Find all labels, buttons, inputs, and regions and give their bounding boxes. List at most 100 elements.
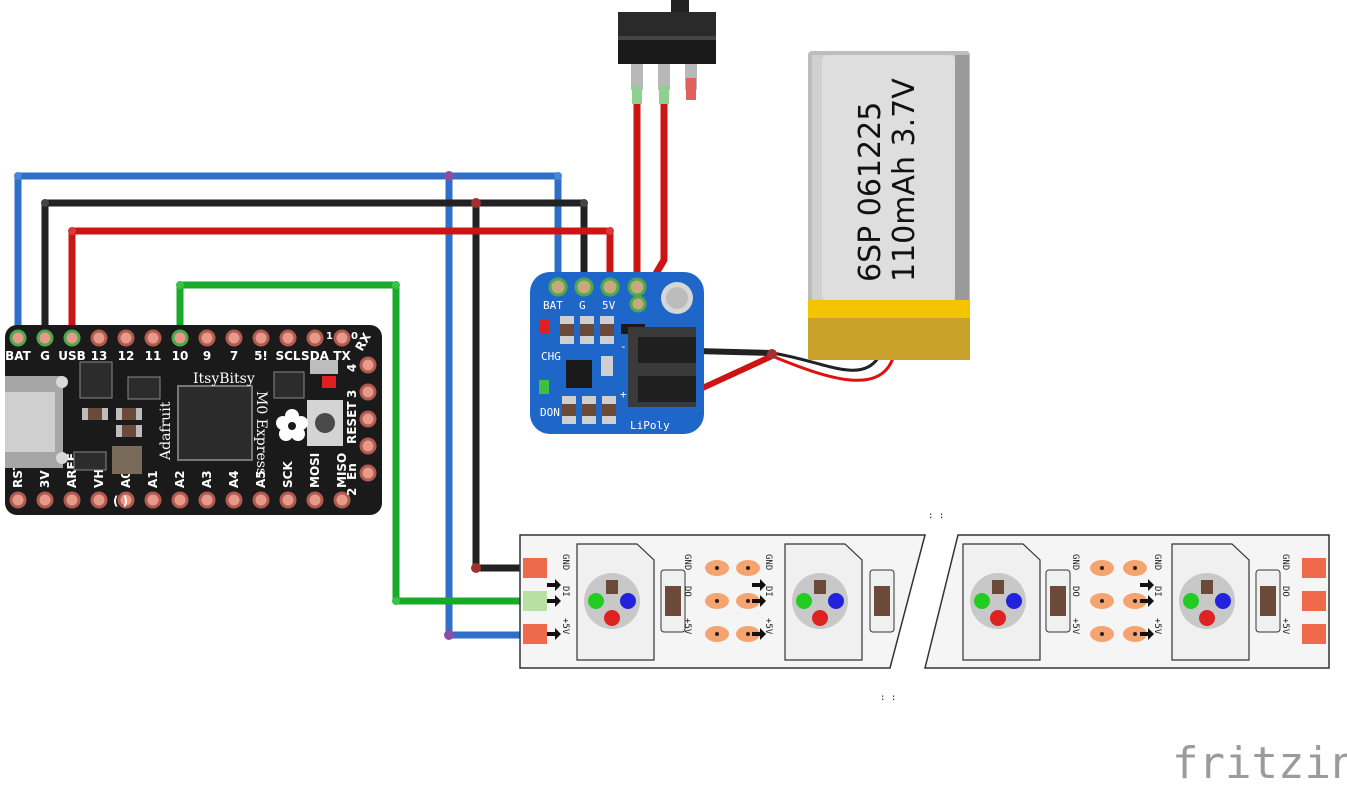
charger-pin-5v: 5V [602, 299, 616, 312]
bottom-pin-2[interactable] [63, 491, 81, 509]
strip-pin-label: +5V [1280, 618, 1290, 635]
board-brand-label: Adafruit [158, 401, 174, 461]
charger-pin-g: G [579, 299, 586, 312]
data-direction-arrow-icon [547, 628, 561, 640]
rx-number: 0 [351, 331, 358, 342]
lipo-battery[interactable]: 6SP 061225 110mAh 3.7V [808, 51, 970, 360]
top-pin-2[interactable] [63, 329, 81, 347]
top-pin-label: USB [58, 349, 86, 363]
bottom-pin-8[interactable] [225, 491, 243, 509]
bottom-pin-4[interactable] [117, 491, 135, 509]
bottom-pin-10[interactable] [279, 491, 297, 509]
bottom-pin-9[interactable] [252, 491, 270, 509]
right-pin-0[interactable] [359, 356, 377, 374]
wire-red-usb[interactable] [68, 227, 614, 342]
top-pin-header [9, 329, 351, 347]
top-pin-9[interactable] [252, 329, 270, 347]
wire-joints [14, 171, 777, 640]
data-direction-arrow-icon [752, 628, 766, 640]
strip-pin-label: GND [763, 554, 773, 570]
data-direction-arrow-icon [1140, 595, 1154, 607]
strip-leds: GNDDI+5VGNDDO+5VGNDDI+5VGNDDO+5VGNDDI+5V… [547, 543, 1290, 661]
charger-plus-label: + [620, 388, 627, 401]
strip-pin-label: +5V [763, 618, 773, 635]
data-direction-arrow-icon [547, 579, 561, 591]
charger-minus-label: - [620, 340, 627, 353]
strip-pin-label: DO [682, 586, 692, 597]
top-pin-label: BAT [5, 349, 32, 363]
wire-black-gnd[interactable] [41, 199, 588, 342]
top-pin-11[interactable] [306, 329, 324, 347]
bottom-pin-label: SCK [281, 461, 295, 488]
strip-pin-label: +5V [1070, 618, 1080, 635]
bottom-pin-3[interactable] [90, 491, 108, 509]
data-direction-arrow-icon [1140, 579, 1154, 591]
bottom-pin-12[interactable] [333, 491, 351, 509]
battery-label-line2: 110mAh 3.7V [887, 78, 922, 282]
board-model-label: M0 Express [253, 391, 269, 475]
data-direction-arrow-icon [1140, 628, 1154, 640]
right-pin-2[interactable] [359, 410, 377, 428]
bottom-pin-label: A4 [227, 470, 241, 488]
top-pin-label: SDA [301, 349, 330, 363]
top-pin-label: 13 [91, 349, 108, 363]
neopixel-led-1 [784, 543, 863, 661]
bottom-pin-label: A3 [200, 470, 214, 488]
right-pin-label: 3 [345, 390, 359, 398]
strip-pin-label: DO [1070, 586, 1080, 597]
top-pin-label: G [40, 349, 50, 363]
adafruit-flower-icon [276, 409, 308, 441]
strip-pin-label: GND [682, 554, 692, 570]
bottom-pin-label: A0 [119, 470, 133, 488]
strip-pin-label: +5V [1152, 618, 1162, 635]
bottom-pin-5[interactable] [144, 491, 162, 509]
strip-pin-label: GND [1280, 554, 1290, 570]
top-pin-1[interactable] [36, 329, 54, 347]
bottom-pin-0[interactable] [9, 491, 27, 509]
mcu-chip [177, 385, 253, 461]
top-pin-10[interactable] [279, 329, 297, 347]
charger-don-label: DON [540, 406, 560, 419]
slide-switch[interactable] [618, 0, 716, 104]
data-direction-arrow-icon [752, 595, 766, 607]
bottom-pin-label: MISO [335, 453, 349, 488]
wire-battery-black[interactable] [693, 348, 775, 356]
right-pin-4[interactable] [359, 464, 377, 482]
top-pin-8[interactable] [225, 329, 243, 347]
right-pin-label: RESET [345, 401, 359, 444]
strip-pin-label: GND [560, 554, 570, 570]
top-pin-5[interactable] [144, 329, 162, 347]
right-pin-3[interactable] [359, 437, 377, 455]
bottom-pin-6[interactable] [171, 491, 189, 509]
charger-pin-bat: BAT [543, 299, 563, 312]
neopixel-strip[interactable]: GNDDI+5VGNDDO+5VGNDDI+5VGNDDO+5VGNDDI+5V… [519, 511, 1330, 703]
tx-number: 1 [326, 331, 333, 342]
top-pin-12[interactable] [333, 329, 351, 347]
top-pin-label: TX [333, 349, 351, 363]
bottom-pin-11[interactable] [306, 491, 324, 509]
data-direction-arrow-icon [547, 595, 561, 607]
top-pin-6[interactable] [171, 329, 189, 347]
charger-chg-label: CHG [541, 350, 561, 363]
strip-capacitor-3 [1255, 569, 1281, 633]
strip-pin-label: DI [763, 586, 773, 597]
bottom-pin-label: A5 [254, 470, 268, 488]
bottom-pin-1[interactable] [36, 491, 54, 509]
lipoly-charger[interactable]: BAT G 5V CHG DON - + LiPoly [530, 272, 704, 434]
top-pin-0[interactable] [9, 329, 27, 347]
top-pin-4[interactable] [117, 329, 135, 347]
wire-battery-red[interactable] [693, 353, 775, 394]
right-pin-1[interactable] [359, 383, 377, 401]
bottom-paren-label: ( ) [113, 494, 128, 508]
top-pin-3[interactable] [90, 329, 108, 347]
bottom-pin-7[interactable] [198, 491, 216, 509]
top-pin-7[interactable] [198, 329, 216, 347]
battery-lead-black [770, 351, 880, 372]
strip-pin-label: GND [1152, 554, 1162, 570]
strip-pin-label: +5V [560, 618, 570, 635]
neopixel-led-3 [1171, 543, 1250, 661]
top-pin-label: 9 [203, 349, 211, 363]
